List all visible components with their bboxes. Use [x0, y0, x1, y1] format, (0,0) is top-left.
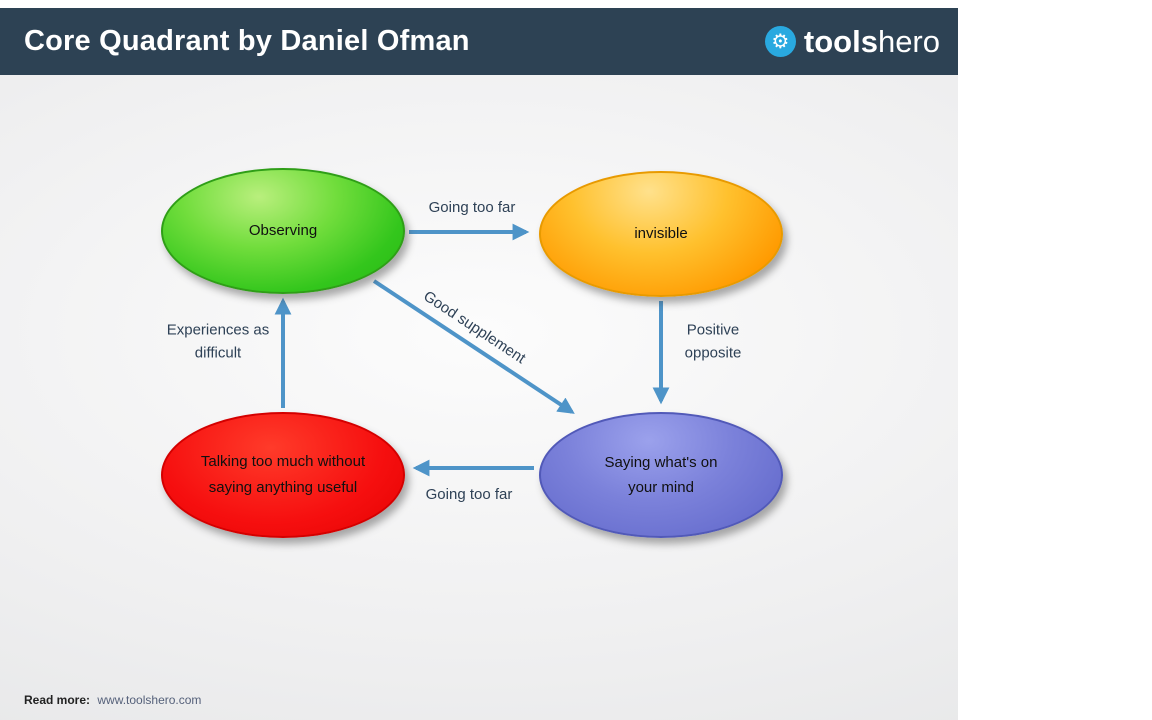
brand-wordmark: toolshero — [804, 26, 940, 57]
edge-label-positive-opposite: Positive opposite — [684, 321, 742, 362]
arrows-layer — [274, 223, 670, 477]
node-label: Saying what's on your mind — [604, 453, 718, 497]
toolshero-link[interactable]: www.toolshero.com — [97, 693, 202, 707]
node-invisible: invisible — [539, 171, 783, 297]
node-observing: Observing — [161, 168, 405, 294]
diagram-canvas: Observing invisible Talking too much wit… — [0, 75, 958, 720]
footer: Read more: www.toolshero.com — [24, 693, 201, 707]
brand-hero: hero — [877, 24, 940, 59]
page-title: Core Quadrant by Daniel Ofman — [24, 25, 470, 57]
node-label: invisible — [634, 225, 688, 243]
edge-label-experiences-as-difficult: Experiences as difficult — [166, 321, 270, 362]
node-talking-too-much: Talking too much without saying anything… — [161, 412, 405, 538]
node-label: Talking too much without saying anything… — [200, 452, 366, 496]
node-saying-whats-on-your-mind: Saying what's on your mind — [539, 412, 783, 538]
read-more-label: Read more: — [24, 693, 91, 707]
header-bar: Core Quadrant by Daniel Ofman ⚙ toolsher… — [0, 8, 958, 75]
edge-label-going-too-far-bottom: Going too far — [425, 485, 513, 503]
gear-magnifier-icon: ⚙ — [764, 26, 796, 57]
node-label: Observing — [248, 222, 318, 240]
arrow-observing-to-saying — [372, 279, 575, 414]
toolshero-logo: ⚙ toolshero — [764, 26, 940, 57]
brand-tools: tools — [803, 24, 878, 59]
edge-label-going-too-far-top: Going too far — [428, 198, 516, 216]
